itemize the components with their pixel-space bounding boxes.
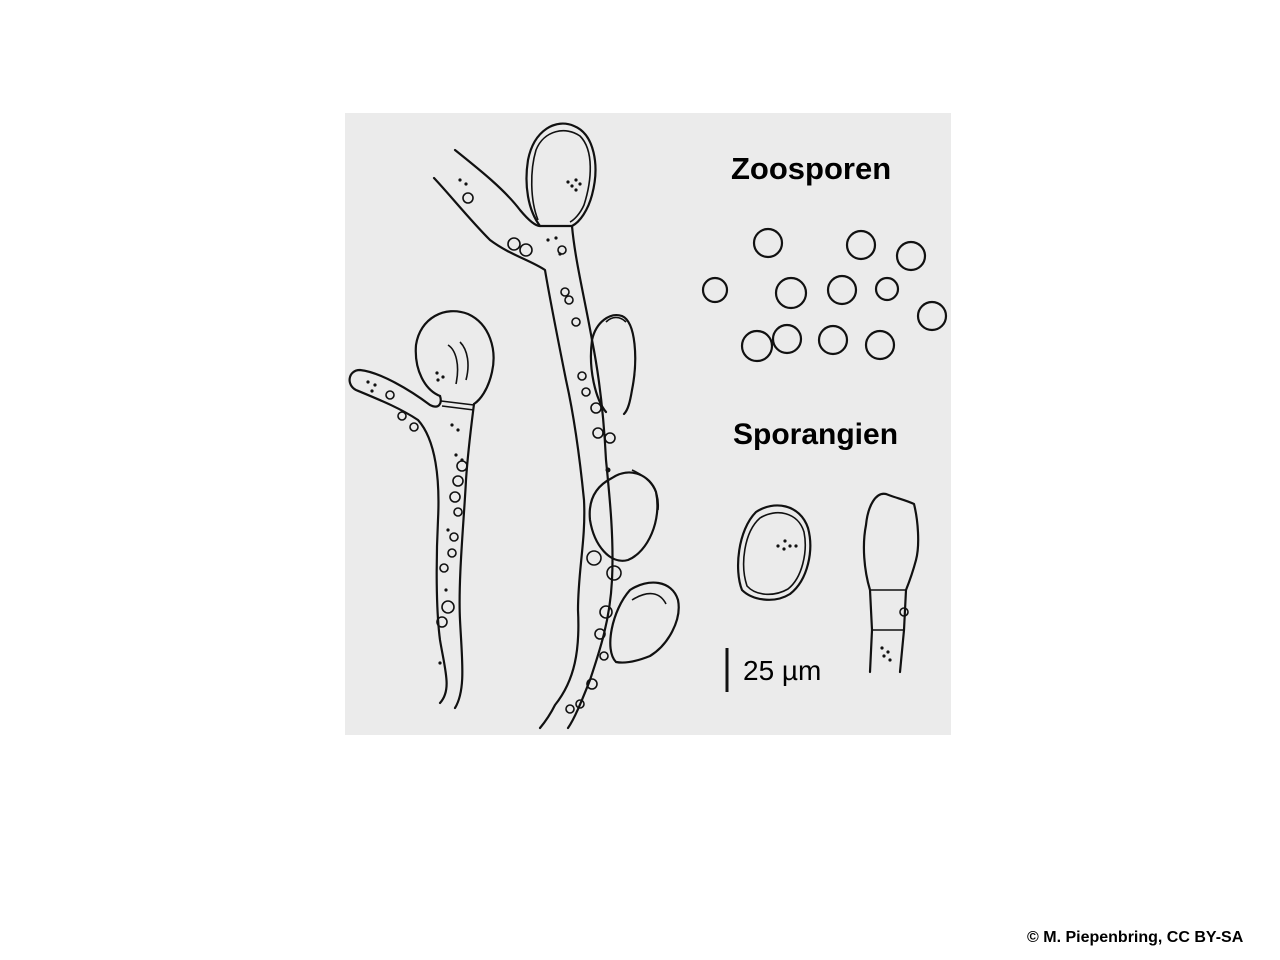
left-hypha bbox=[348, 310, 495, 710]
sporangia-label: Sporangien bbox=[733, 418, 899, 451]
drawing-panel bbox=[345, 113, 951, 735]
scale-label: 25 µm bbox=[743, 655, 822, 686]
zoospores bbox=[701, 227, 948, 363]
copyright-credit: © M. Piepenbring, CC BY-SA bbox=[1027, 929, 1244, 946]
zoospores-label: Zoosporen bbox=[731, 151, 892, 186]
sporangia-detail bbox=[736, 492, 920, 674]
right-hypha bbox=[432, 122, 680, 730]
